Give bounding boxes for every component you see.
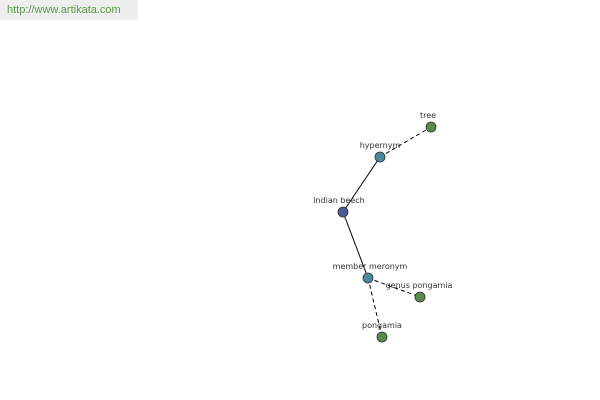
node-pongamia-label: pongamia [362, 321, 402, 330]
edge-member-meronym-pongamia [367, 277, 383, 338]
node-indian-beech-label: indian beech [313, 196, 365, 205]
edge-indian-beech-hypernym [342, 156, 381, 213]
node-genus-pongamia[interactable]: genus pongamia [386, 281, 453, 303]
node-member-meronym-label: member meronym [333, 262, 408, 271]
node-hypernym-dot[interactable] [374, 151, 386, 163]
edge-member-meronym-genus-pongamia [367, 277, 421, 298]
node-hypernym[interactable]: hypernym [360, 141, 401, 163]
node-pongamia-dot[interactable] [376, 331, 388, 343]
node-indian-beech-dot[interactable] [337, 206, 349, 218]
node-pongamia[interactable]: pongamia [362, 321, 402, 343]
node-member-meronym-dot[interactable] [362, 272, 374, 284]
node-indian-beech[interactable]: indian beech [313, 196, 365, 218]
watermark-bar: http://www.artikata.com [0, 0, 138, 20]
watermark-url[interactable]: http://www.artikata.com [7, 4, 121, 16]
node-genus-pongamia-label: genus pongamia [386, 281, 453, 290]
node-tree-dot[interactable] [425, 121, 437, 133]
node-hypernym-label: hypernym [360, 141, 401, 150]
edges-layer [342, 126, 432, 338]
node-member-meronym[interactable]: member meronym [333, 262, 408, 284]
edge-indian-beech-member-meronym [342, 211, 369, 279]
node-genus-pongamia-dot[interactable] [414, 291, 426, 303]
node-tree-label: tree [420, 111, 436, 120]
edge-hypernym-tree [379, 126, 432, 158]
node-tree[interactable]: tree [420, 111, 437, 133]
nodes-layer: tree hypernym indian beech member merony… [313, 111, 453, 343]
